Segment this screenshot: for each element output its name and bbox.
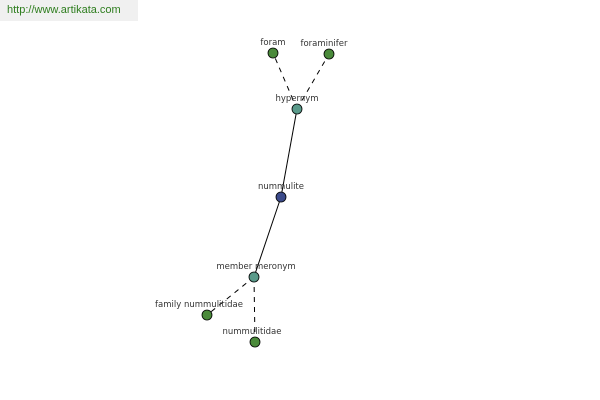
node-hypernym[interactable]: hypernym [275,94,319,115]
edge-member_meronym-family_nummulitidae [206,276,255,316]
edge-nummulite-member_meronym [253,196,282,278]
node-circle[interactable] [275,191,287,203]
nodes-layer: nummulite hypernym member meronym foram fora… [155,38,348,348]
node-family_nummulitidae[interactable]: family nummulitidae [155,300,243,321]
node-label: family nummulitidae [155,300,243,310]
node-label: nummulite [258,182,304,192]
node-circle[interactable] [291,103,303,115]
node-circle[interactable] [267,47,279,59]
edge-hypernym-foram [272,52,298,110]
node-foraminifer[interactable]: foraminifer [300,39,348,60]
node-circle[interactable] [201,309,213,321]
edge-nummulite-hypernym [280,108,298,198]
node-foram[interactable]: foram [260,38,286,59]
edge-hypernym-foraminifer [296,53,330,110]
node-circle[interactable] [323,48,335,60]
node-circle[interactable] [249,336,261,348]
watermark-url: http://www.artikata.com [0,0,138,21]
node-nummulitidae[interactable]: nummulitidae [223,327,282,348]
node-circle[interactable] [248,271,260,283]
node-label: member meronym [216,262,295,272]
node-nummulite[interactable]: nummulite [258,182,304,203]
node-label: hypernym [275,94,318,104]
edge-member_meronym-nummulitidae [253,276,256,343]
node-member_meronym[interactable]: member meronym [216,262,296,283]
edges-layer [206,52,330,343]
node-label: foraminifer [300,39,348,49]
node-label: nummulitidae [223,327,282,337]
node-label: foram [260,38,285,48]
